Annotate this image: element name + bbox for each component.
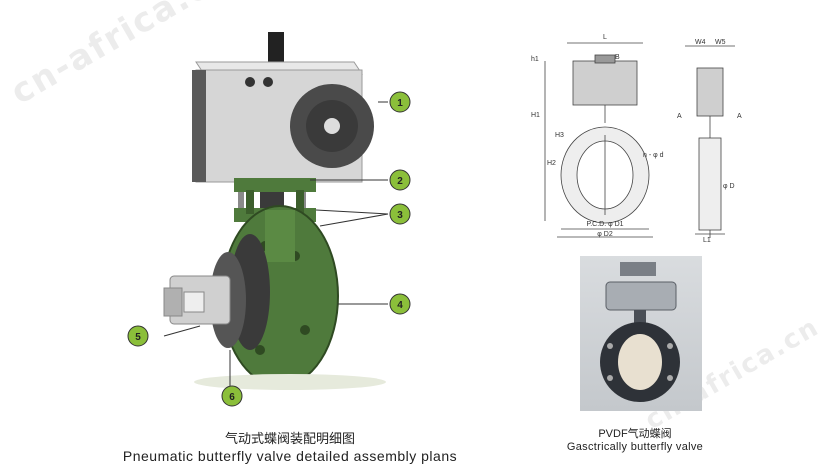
dim-d2: φ D2 xyxy=(597,231,613,238)
front-view-drawing: L h1 B H1 H2 H3 n - φ d P.C.D. φ D1 φ D2 xyxy=(531,34,664,238)
actuator xyxy=(192,32,374,183)
callout-1-label: 1 xyxy=(397,98,403,109)
dim-h1-small: h1 xyxy=(531,56,539,63)
dim-w4: W4 xyxy=(695,39,706,46)
dim-b: B xyxy=(615,54,620,61)
assembly-caption-english: Pneumatic butterfly valve detailed assem… xyxy=(122,448,458,464)
dim-w5: W5 xyxy=(715,39,726,46)
dim-h2: H2 xyxy=(547,160,556,167)
callout-5: 5 xyxy=(127,325,149,347)
callout-2-label: 2 xyxy=(397,176,403,187)
dim-pcd: P.C.D. φ D1 xyxy=(586,221,623,228)
disc-assembly xyxy=(163,234,270,350)
callout-4-label: 4 xyxy=(397,300,403,311)
callout-4: 4 xyxy=(389,293,411,315)
assembly-caption: 气动式蝶阀装配明细图 Pneumatic butterfly valve det… xyxy=(90,428,490,464)
photo-caption-english: Gasctrically butterfly valve xyxy=(566,441,704,453)
callout-6-label: 6 xyxy=(229,392,235,403)
dim-a-right: A xyxy=(737,113,742,120)
assembly-caption-chinese: 气动式蝶阀装配明细图 xyxy=(224,431,355,446)
photo-caption-chinese: PVDF气动蝶阀 xyxy=(598,428,672,440)
photo-caption: PVDF气动蝶阀 Gasctrically butterfly valve xyxy=(540,425,730,453)
callout-5-label: 5 xyxy=(135,332,141,343)
callout-3: 3 xyxy=(389,203,411,225)
dim-l: L xyxy=(603,34,607,41)
dim-a-left: A xyxy=(677,113,682,120)
dim-hole: n - φ d xyxy=(643,152,664,159)
dim-h3: H3 xyxy=(555,132,564,139)
dim-bore: φ D xyxy=(723,183,735,190)
valve-photo xyxy=(580,256,702,411)
dim-h1: H1 xyxy=(531,112,540,119)
side-view-drawing: W4 W5 A A φ D L1 xyxy=(677,39,742,243)
callout-3-label: 3 xyxy=(397,210,403,221)
callout-1: 1 xyxy=(389,91,411,113)
valve-assembly-illustration: 1 2 3 4 5 xyxy=(110,30,440,400)
callout-6-badge: 6 xyxy=(221,385,243,407)
dim-l1: L1 xyxy=(703,237,711,243)
callout-2: 2 xyxy=(389,169,411,191)
